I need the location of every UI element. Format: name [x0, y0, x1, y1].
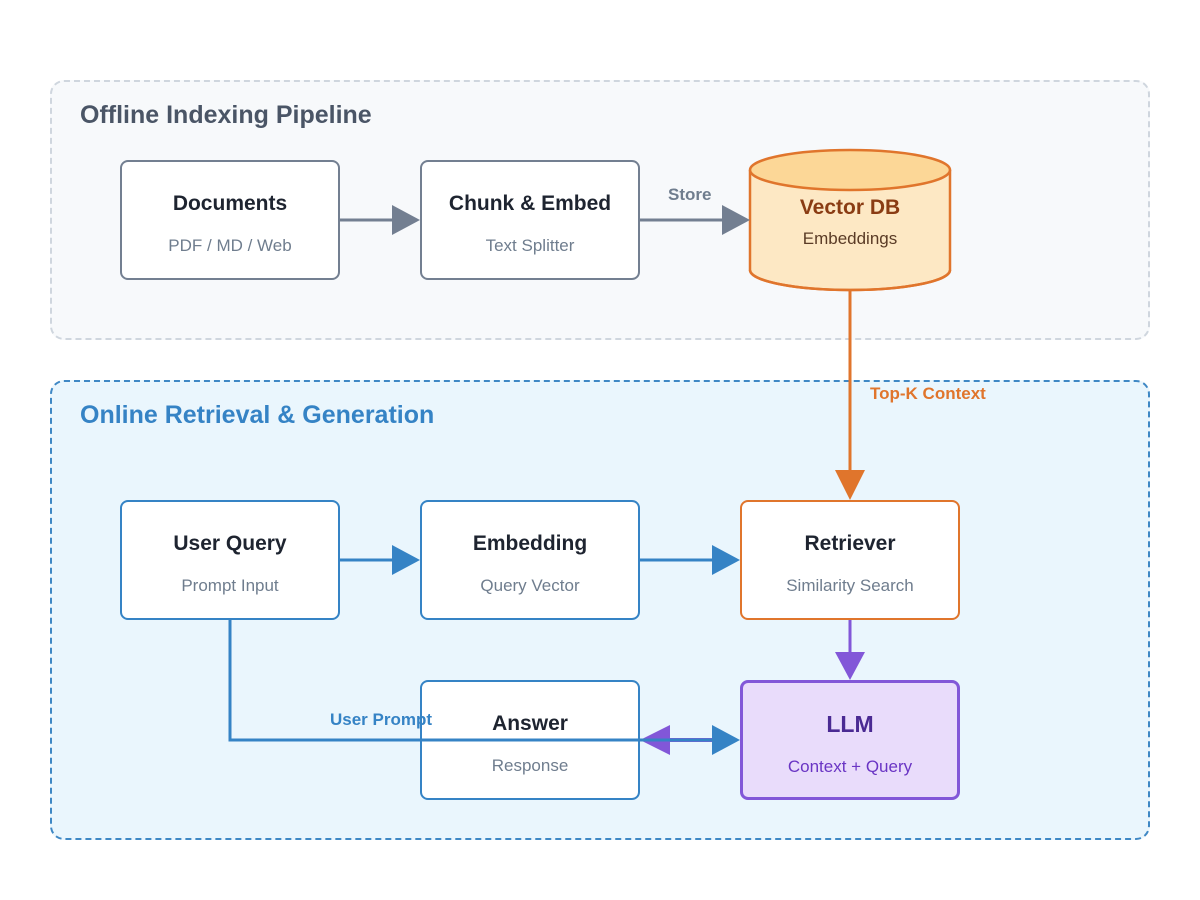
- edge-label-store: Store: [668, 185, 712, 204]
- node-llm[interactable]: LLM Context + Query: [740, 680, 960, 800]
- edge-embedding-to-retriever: [640, 545, 740, 575]
- node-documents[interactable]: Documents PDF / MD / Web: [120, 160, 340, 280]
- node-subtitle: Prompt Input: [181, 576, 279, 595]
- node-title: User Query: [173, 532, 287, 555]
- node-subtitle: Context + Query: [787, 757, 913, 776]
- edge-label-top-k-context: Top-K Context: [870, 384, 986, 403]
- edge-retriever-to-llm: [835, 620, 865, 680]
- node-retriever[interactable]: Retriever Similarity Search: [740, 500, 960, 620]
- edge-documents-to-chunk: [340, 205, 420, 235]
- node-title: Documents: [172, 192, 288, 215]
- node-user-query[interactable]: User Query Prompt Input: [120, 500, 340, 620]
- online-region-title: Online Retrieval & Generation: [80, 401, 435, 429]
- node-title: Embedding: [472, 532, 588, 555]
- node-subtitle: Similarity Search: [786, 576, 914, 595]
- edge-llm-to-answer: [640, 725, 712, 755]
- node-embedding[interactable]: Embedding Query Vector: [420, 500, 640, 620]
- edge-vectordb-to-retriever: [835, 290, 865, 500]
- node-answer[interactable]: Answer Response: [420, 680, 640, 800]
- node-title: Chunk & Embed: [448, 192, 612, 215]
- node-subtitle: Response: [491, 756, 569, 775]
- node-title: LLM: [826, 711, 874, 737]
- edge-chunk-to-vectordb: [640, 205, 750, 235]
- node-chunk-embed[interactable]: Chunk & Embed Text Splitter: [420, 160, 640, 280]
- edge-query-to-embedding: [340, 545, 420, 575]
- node-subtitle: PDF / MD / Web: [168, 236, 292, 255]
- node-subtitle: Text Splitter: [485, 236, 575, 255]
- vector-db-subtitle: Embeddings: [802, 229, 898, 248]
- vector-db-cylinder: [748, 148, 952, 292]
- node-title: Answer: [492, 712, 568, 735]
- node-subtitle: Query Vector: [480, 576, 580, 595]
- vector-db-title: Vector DB: [799, 196, 901, 219]
- offline-region-title: Offline Indexing Pipeline: [80, 101, 372, 129]
- node-title: Retriever: [804, 532, 896, 555]
- edge-label-user-prompt: User Prompt: [330, 710, 433, 729]
